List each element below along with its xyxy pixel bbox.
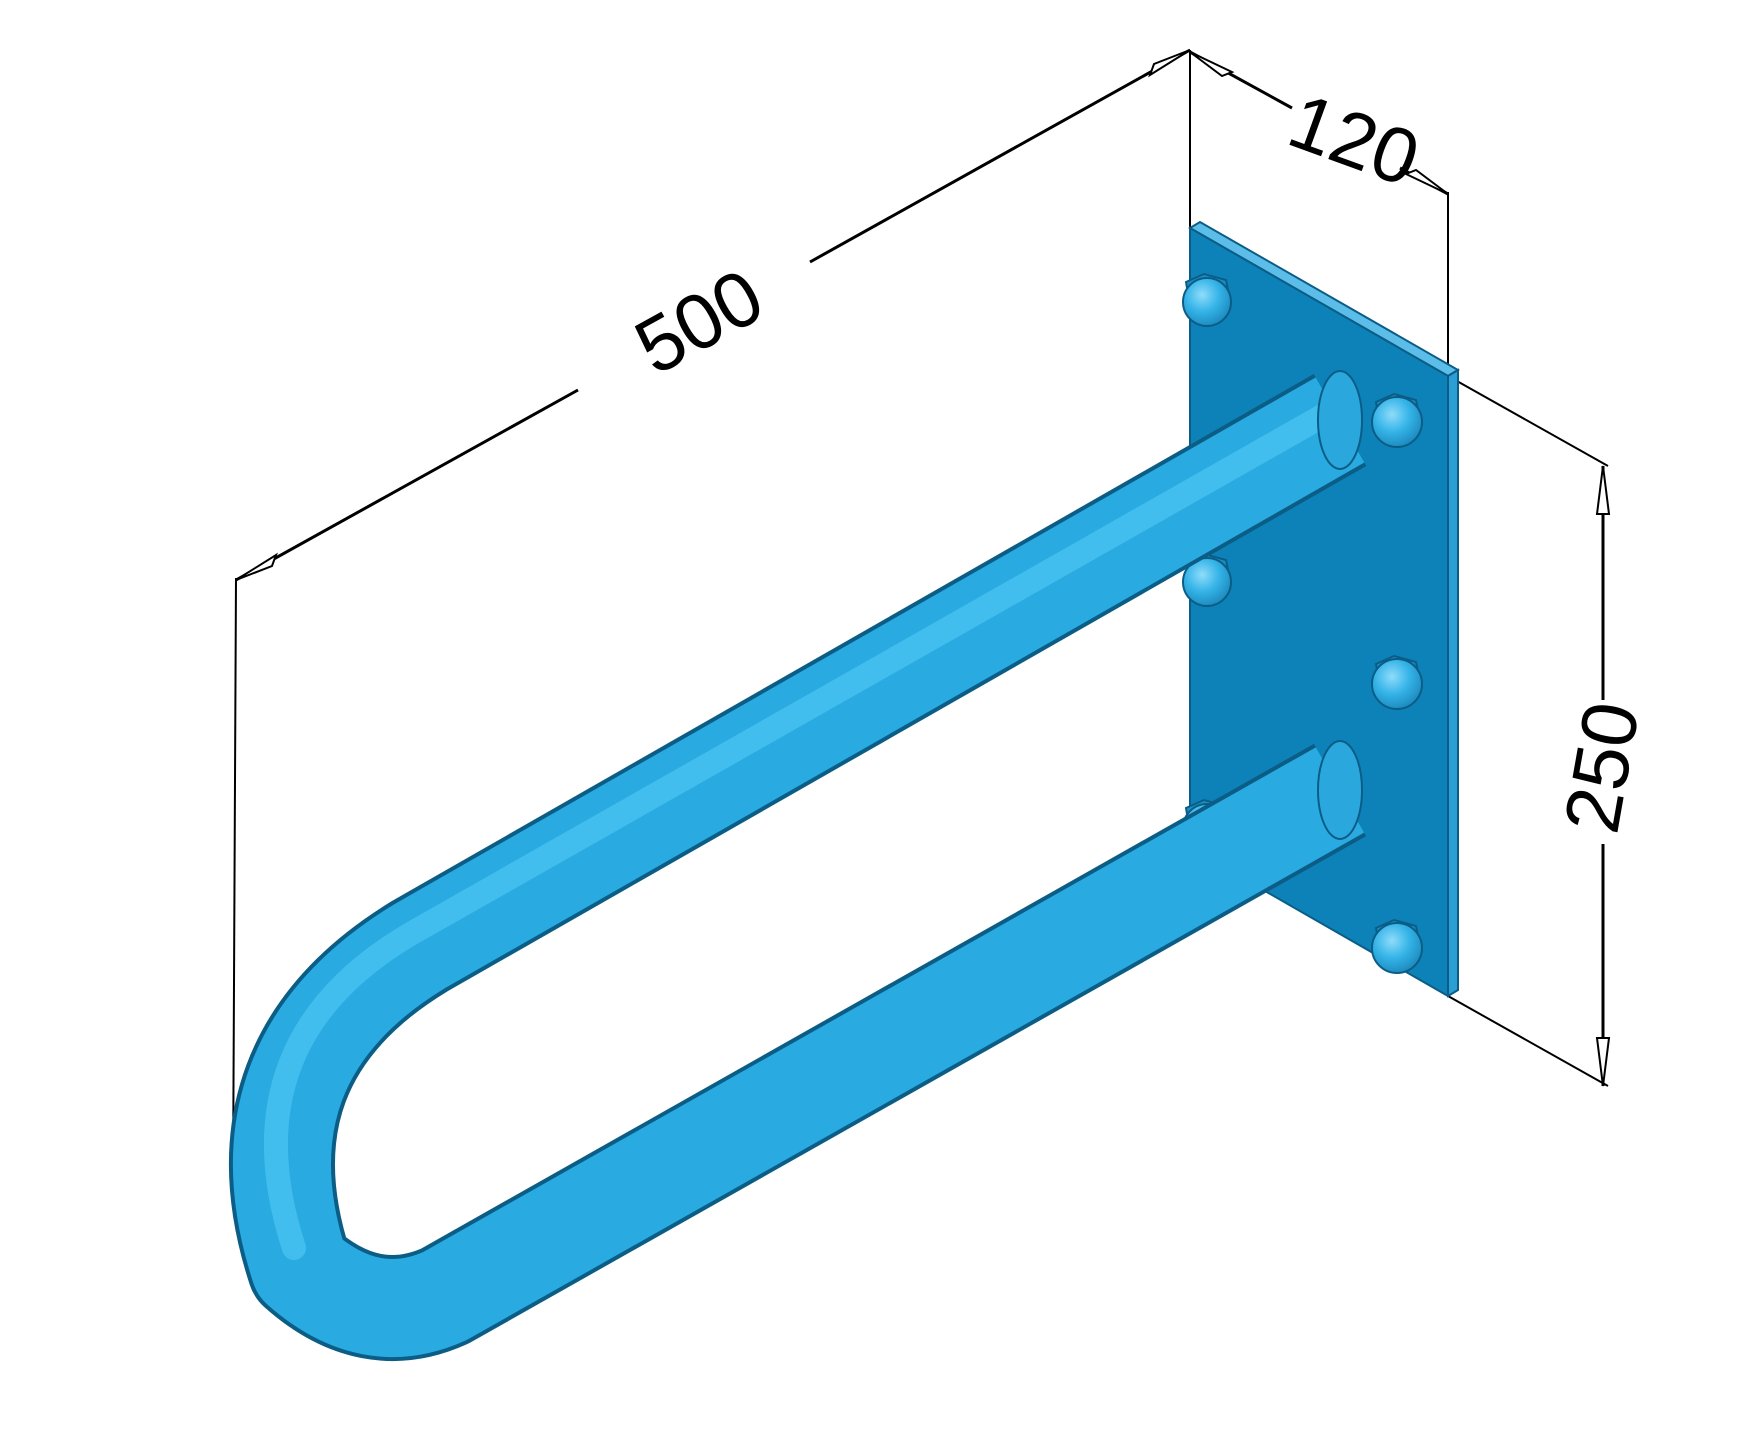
dimension-line-length-a (235, 388, 579, 582)
arrowhead-length-right (1148, 49, 1191, 78)
dimension-label-height: 250 (1547, 696, 1656, 839)
u-shaped-grab-tube (229, 370, 1367, 1361)
cap-nut-left-middle (1182, 552, 1232, 607)
cap-nut-right-top (1371, 392, 1423, 448)
arrowhead-depth-left (1189, 51, 1235, 78)
arrowhead-length-left (235, 552, 278, 581)
extension-line-plate-bottom (1447, 995, 1609, 1087)
arrowhead-depth-right (1403, 168, 1449, 195)
tube-end-lower (1317, 740, 1363, 840)
arrowhead-height-top (1595, 465, 1611, 515)
dimension-line-length-b (809, 48, 1191, 264)
wall-plate-side-edge (1447, 368, 1459, 998)
cap-nut-right-bottom (1371, 918, 1423, 974)
dimension-label-depth: 120 (1278, 76, 1430, 203)
extension-line-plate-top (1447, 375, 1609, 467)
tube-body (233, 377, 1365, 1357)
tube-highlight (264, 394, 1352, 1260)
dimension-label-length: 500 (621, 251, 777, 391)
arrowhead-height-bottom (1595, 1037, 1611, 1087)
cap-nut-right-middle (1371, 654, 1423, 710)
extension-line-left (232, 577, 237, 1186)
tube-end-upper (1317, 370, 1363, 470)
cap-nut-left-top (1182, 272, 1232, 327)
dimension-height: 250 (1447, 375, 1656, 1087)
